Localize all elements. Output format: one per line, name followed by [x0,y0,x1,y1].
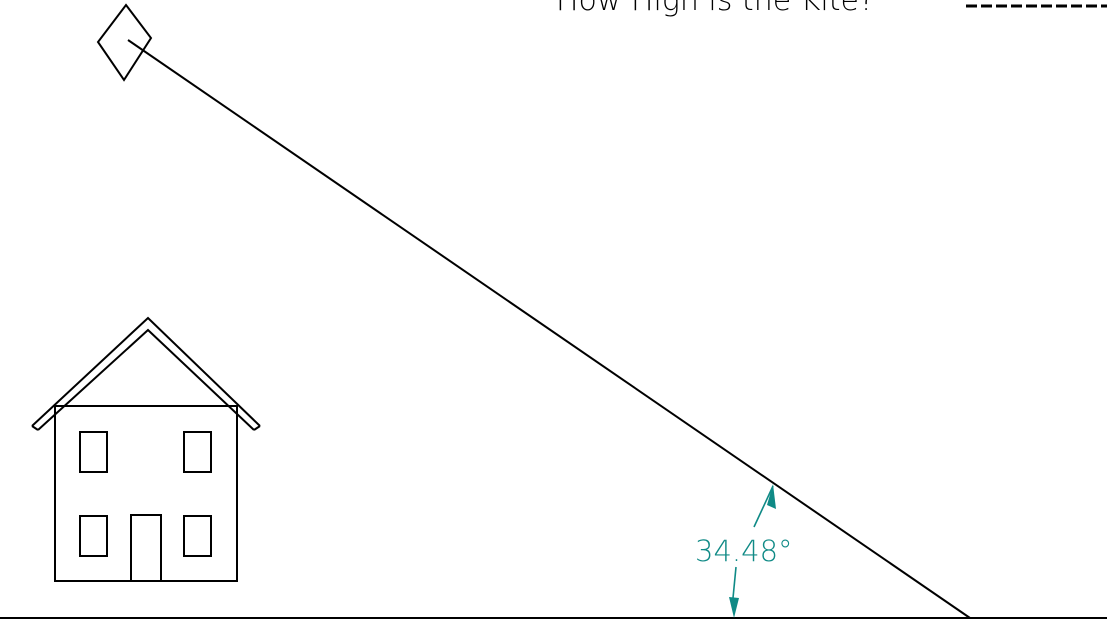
window-upper-right [183,431,212,473]
kite-icon [96,3,153,82]
kite-string [127,39,971,619]
roof-inner [37,328,255,431]
dimension-leader-lower [732,566,737,599]
arrowhead-lower [729,597,739,618]
window-upper-left [79,431,108,473]
roof-outer [31,316,261,427]
angle-dimension: 34.48° [695,484,793,618]
window-lower-left [79,515,108,557]
house-icon [31,316,261,582]
dimension-leader-upper [753,485,774,528]
question-text: How High is the Kite? [556,0,875,18]
window-lower-right [183,515,212,557]
angle-label: 34.48° [695,534,793,568]
door [130,514,162,582]
arrowhead-upper [767,484,776,509]
